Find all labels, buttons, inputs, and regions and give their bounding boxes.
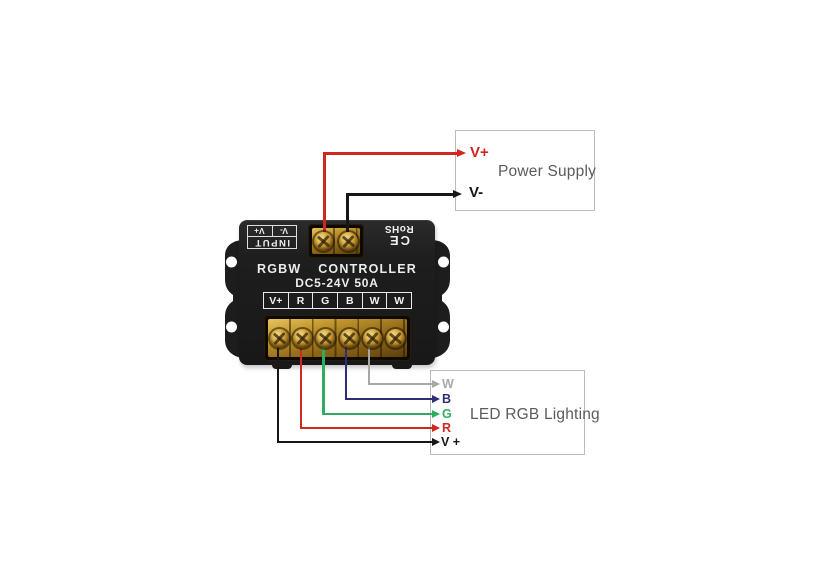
wire-led-r-vertical: [299, 336, 302, 429]
wire-led-g-horizontal: [322, 412, 432, 415]
terminal-block-inner: [268, 319, 407, 357]
arrowhead-icon: [432, 394, 440, 403]
led-w-label: W: [442, 377, 454, 391]
controller-spec: DC5-24V 50A: [295, 276, 379, 290]
psu-vminus-label: V-: [469, 184, 484, 201]
wire-led-b-vertical: [344, 336, 347, 400]
output-label-r: R: [288, 292, 314, 309]
screw-hole: [226, 256, 237, 268]
output-label-vplus: V+: [263, 292, 289, 309]
output-screw-b: [339, 328, 359, 348]
output-screw-w2: [385, 328, 405, 348]
wire-psu-vminus-vertical: [345, 193, 349, 244]
input-title-cell: INPUT: [247, 237, 297, 249]
output-screw-r: [293, 328, 313, 348]
output-label-b: B: [338, 292, 363, 309]
power-supply-title: Power Supply: [498, 163, 597, 180]
input-vminus-cell: V-: [272, 225, 297, 237]
wire-psu-vplus-vertical: [322, 152, 326, 244]
led-lighting-box: [430, 370, 585, 455]
input-terminal-label: V+ V- INPUT: [247, 225, 297, 249]
mounting-ear-left: [225, 240, 242, 358]
arrowhead-icon: [432, 423, 440, 432]
output-terminal-labels: V+ R G B W W: [263, 292, 413, 309]
wire-led-w-horizontal: [367, 382, 433, 385]
output-label-w2: W: [387, 292, 413, 309]
wire-led-vplus-horizontal: [276, 440, 433, 443]
wire-led-r-horizontal: [299, 426, 433, 429]
led-r-label: R: [442, 421, 452, 435]
input-terminal-block: [308, 224, 364, 258]
input-vplus-cell: V+: [247, 225, 273, 237]
output-screw-vplus: [270, 328, 289, 348]
arrowhead-icon: [457, 149, 466, 157]
led-g-label: G: [442, 407, 452, 421]
arrowhead-icon: [432, 379, 440, 388]
wire-psu-vplus-horizontal: [322, 152, 458, 155]
certification-marks: RoHS CE: [376, 223, 422, 248]
power-supply-box: [455, 130, 595, 211]
arrowhead-icon: [453, 190, 462, 198]
led-vplus-label: V +: [441, 435, 461, 449]
output-screw-g: [316, 328, 336, 348]
output-label-w1: W: [362, 292, 388, 309]
led-b-label: B: [442, 392, 452, 406]
wire-led-w-vertical: [367, 336, 370, 385]
wire-led-b-horizontal: [344, 397, 433, 400]
output-screw-w1: [362, 328, 382, 348]
controller-foot: [392, 363, 412, 369]
terminal-block-inner: [312, 228, 360, 254]
ce-mark-icon: CE: [387, 233, 411, 248]
arrowhead-icon: [432, 437, 440, 446]
mounting-ear-right: [433, 240, 450, 358]
wire-led-vplus-vertical: [276, 336, 279, 443]
input-screw-vplus: [314, 231, 333, 251]
output-terminal-block: [264, 315, 411, 361]
screw-hole: [226, 321, 237, 333]
input-screw-vminus: [339, 231, 358, 251]
controller-title: RGBW CONTROLLER: [257, 262, 417, 276]
led-lighting-title: LED RGB Lighting: [470, 406, 600, 423]
wire-psu-vminus-horizontal: [345, 193, 454, 196]
wire-led-g-vertical: [322, 336, 325, 415]
arrowhead-icon: [432, 409, 440, 418]
output-label-g: G: [313, 292, 339, 309]
controller-foot: [272, 363, 292, 369]
psu-vplus-label: V+: [470, 144, 489, 161]
